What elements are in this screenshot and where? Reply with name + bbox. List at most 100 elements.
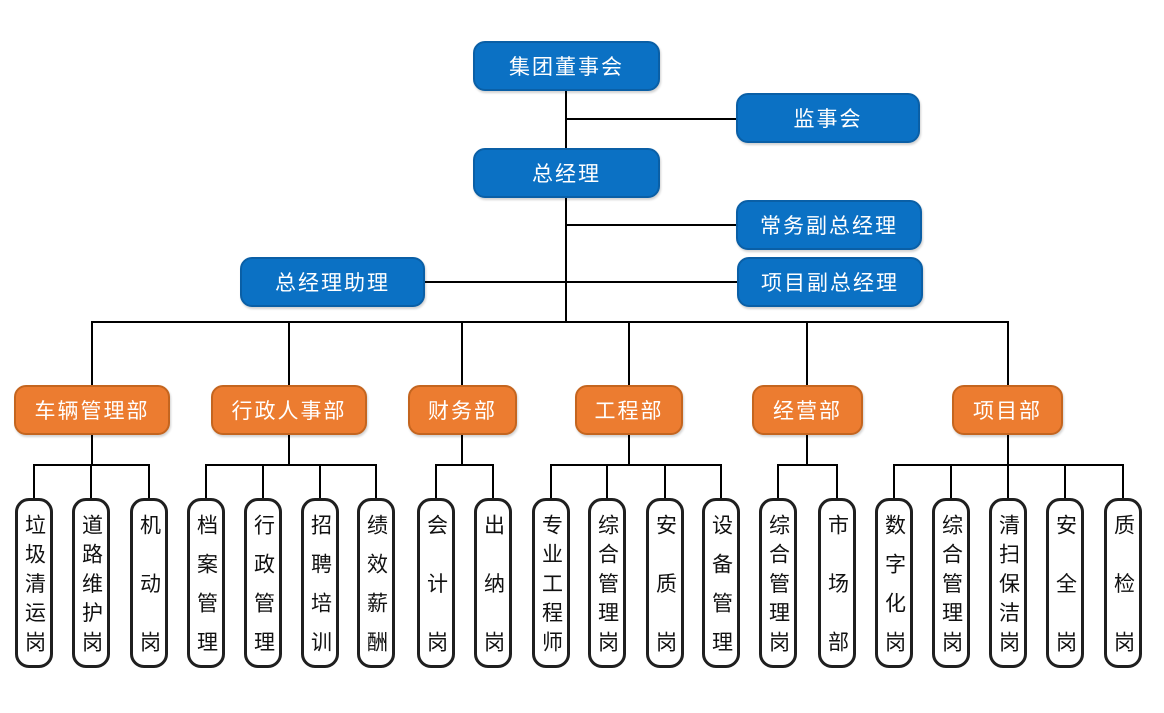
node-gm-assistant-label: 总经理助理 [275,272,390,295]
position-general-management-proj[interactable]: 综合管理岗 [932,498,970,668]
connector [806,435,808,466]
position-archives-management[interactable]: 档案管理 [187,498,225,668]
connector [950,464,952,498]
connector [33,464,35,498]
connector [565,91,567,149]
connector [565,224,737,226]
position-general-management-eng[interactable]: 综合管理岗 [588,498,626,668]
connector [628,435,630,466]
position-market[interactable]: 市场部 [818,498,856,668]
connector [91,435,93,466]
node-dept-operations[interactable]: 经营部 [752,385,863,435]
node-dept-project[interactable]: 项目部 [952,385,1063,435]
connector [1007,321,1009,385]
position-road-maintenance[interactable]: 道路维护岗 [72,498,110,668]
dept-label: 经营部 [773,400,842,423]
node-gm-assistant[interactable]: 总经理助理 [240,257,425,307]
position-admin-management[interactable]: 行政管理 [244,498,282,668]
connector [205,464,377,466]
position-label: 绩效薪酬 [364,514,388,652]
connector [1007,464,1009,498]
position-cleaning[interactable]: 清扫保洁岗 [989,498,1027,668]
node-project-deputy-gm-label: 项目副总经理 [761,272,899,295]
connector [435,464,437,498]
position-recruitment-training[interactable]: 招聘培训 [301,498,339,668]
dept-label: 行政人事部 [231,400,347,423]
connector [720,464,722,498]
connector [550,464,552,498]
connector [288,435,290,466]
position-performance-compensation[interactable]: 绩效薪酬 [357,498,395,668]
dept-label: 工程部 [594,400,664,423]
position-quality-inspection[interactable]: 质检岗 [1104,498,1142,668]
position-cashier[interactable]: 出纳岗 [474,498,512,668]
connector [461,321,463,385]
connector [90,464,92,498]
position-equipment-management[interactable]: 设备管理 [702,498,740,668]
connector [565,118,737,120]
position-label: 会计岗 [424,514,448,652]
connector [664,464,666,498]
node-supervisory-board[interactable]: 监事会 [736,93,920,143]
position-label: 数字化岗 [882,514,906,652]
connector [1122,464,1124,498]
position-label: 清扫保洁岗 [996,514,1020,652]
node-executive-deputy-gm[interactable]: 常务副总经理 [736,200,922,250]
connector [893,464,895,498]
position-safety[interactable]: 安全岗 [1046,498,1084,668]
connector [205,464,207,498]
node-general-manager[interactable]: 总经理 [473,148,660,198]
position-professional-engineer[interactable]: 专业工程师 [532,498,570,668]
position-label: 机动岗 [137,514,161,652]
position-safety-quality[interactable]: 安质岗 [646,498,684,668]
dept-label: 车辆管理部 [34,400,150,423]
position-label: 行政管理 [251,514,275,652]
connector [375,464,377,498]
connector [435,464,494,466]
dept-label: 项目部 [973,400,1042,423]
connector [425,281,738,283]
connector [550,464,722,466]
connector [91,321,1009,323]
node-dept-finance[interactable]: 财务部 [408,385,517,435]
position-digitalization[interactable]: 数字化岗 [875,498,913,668]
position-label: 招聘培训 [308,514,332,652]
position-waste-removal[interactable]: 垃圾清运岗 [15,498,53,668]
connector [565,198,567,323]
connector [91,321,93,385]
node-board-label: 集团董事会 [509,56,624,79]
connector [148,464,150,498]
connector [1064,464,1066,498]
connector [777,464,838,466]
position-label: 设备管理 [709,514,733,652]
node-executive-deputy-gm-label: 常务副总经理 [760,215,898,238]
node-board[interactable]: 集团董事会 [473,41,660,91]
node-supervisory-board-label: 监事会 [793,108,863,131]
node-dept-vehicle-management[interactable]: 车辆管理部 [14,385,170,435]
connector [492,464,494,498]
position-general-management-ops[interactable]: 综合管理岗 [759,498,797,668]
connector [606,464,608,498]
connector [628,321,630,385]
position-label: 出纳岗 [481,514,505,652]
position-label: 综合管理岗 [939,514,963,652]
position-label: 专业工程师 [539,514,563,652]
position-mobile[interactable]: 机动岗 [130,498,168,668]
connector [319,464,321,498]
dept-label: 财务部 [428,400,497,423]
position-label: 综合管理岗 [766,514,790,652]
connector [836,464,838,498]
position-label: 道路维护岗 [79,514,103,652]
position-label: 质检岗 [1111,514,1135,652]
node-general-manager-label: 总经理 [532,163,601,186]
position-label: 安质岗 [653,514,677,652]
node-dept-admin-hr[interactable]: 行政人事部 [211,385,367,435]
node-dept-engineering[interactable]: 工程部 [575,385,683,435]
connector [262,464,264,498]
connector [1007,435,1009,466]
node-project-deputy-gm[interactable]: 项目副总经理 [737,257,923,307]
position-label: 档案管理 [194,514,218,652]
position-label: 综合管理岗 [595,514,619,652]
position-accounting[interactable]: 会计岗 [417,498,455,668]
